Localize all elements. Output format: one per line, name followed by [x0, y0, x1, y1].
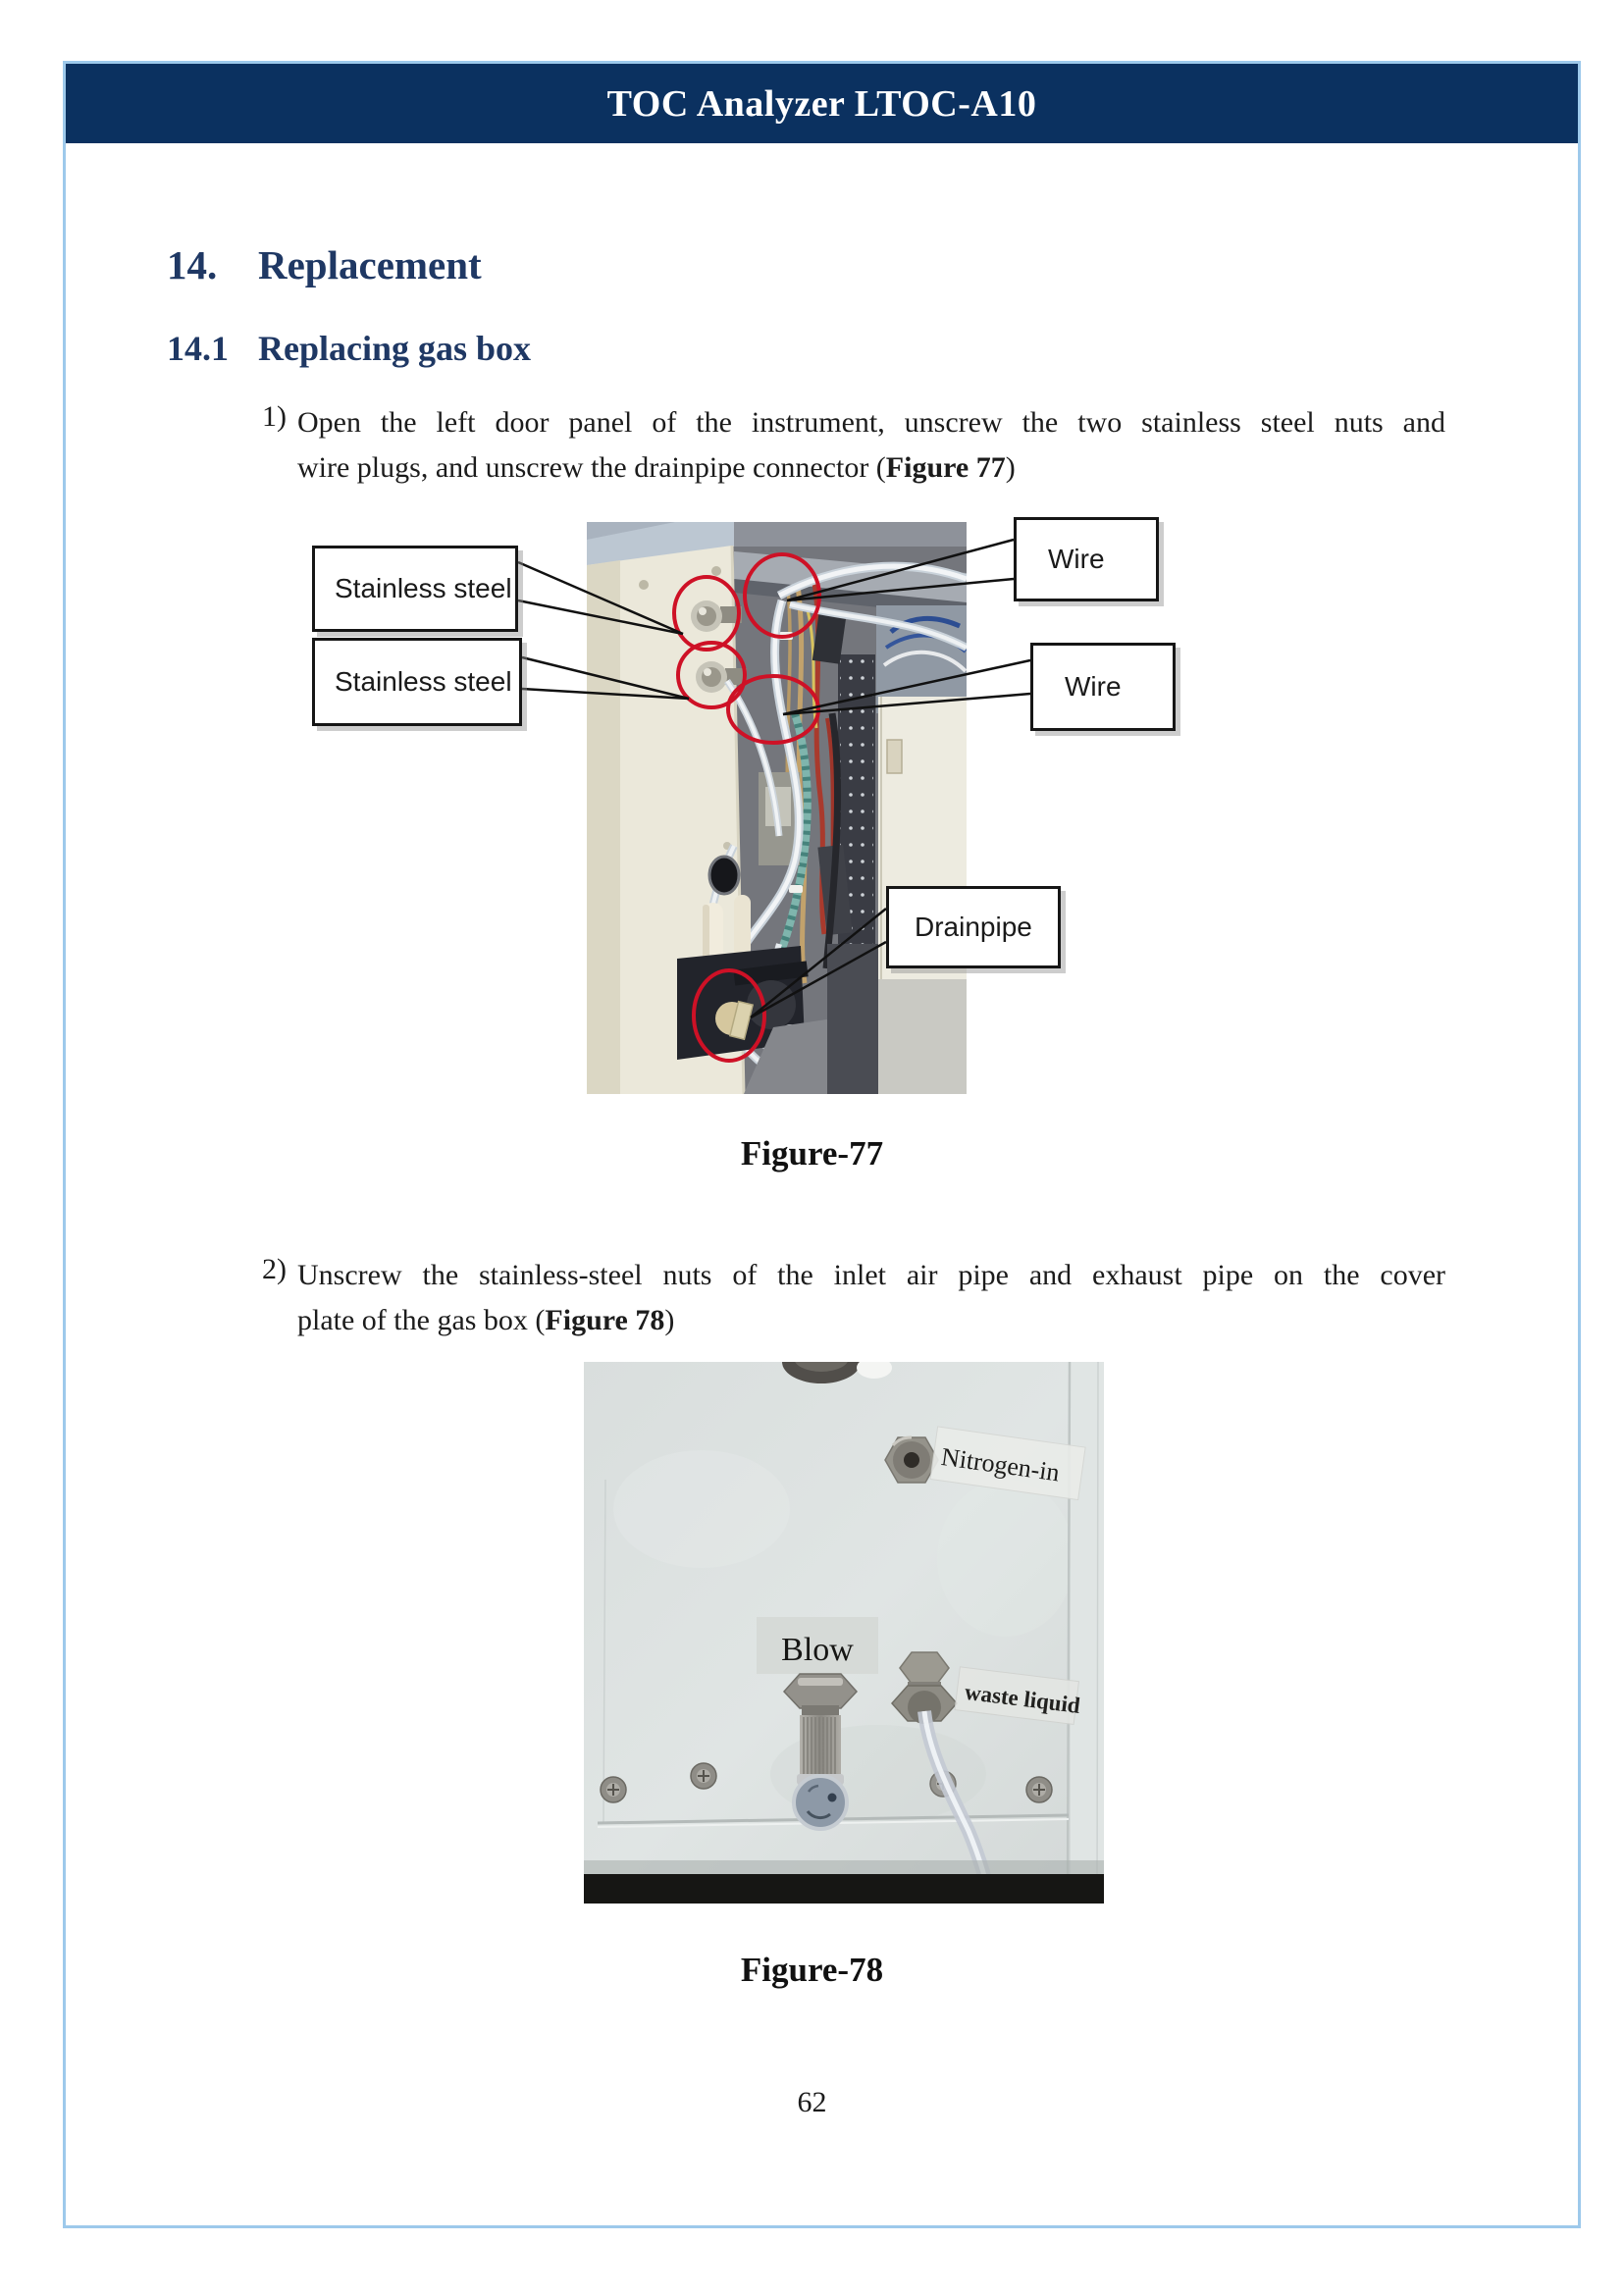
figure-78-caption: Figure-78 [740, 1951, 884, 1989]
svg-text:Blow: Blow [781, 1632, 854, 1668]
page-number: 62 [797, 2086, 827, 2118]
figure-78-reference: Figure 78 [545, 1304, 665, 1336]
figure-77-reference: Figure 77 [885, 451, 1006, 484]
figure-77-caption: Figure-77 [740, 1134, 884, 1173]
figure-78-photo: Nitrogen-in Blow waste liquid [584, 1362, 1104, 1904]
callout-wire-2: Wire [1030, 643, 1176, 731]
step-2-line-1: Unscrew the stainless-steel nuts of the … [297, 1259, 1445, 1291]
callout-stainless-steel-1: Stainless steel [312, 546, 518, 632]
callout-stainless-steel-2: Stainless steel [312, 638, 522, 726]
step-2-line-2: plate of the gas box (Figure 78) [297, 1304, 675, 1336]
subsection-title: Replacing gas box [258, 329, 532, 368]
step-1-line-2: wire plugs, and unscrew the drainpipe co… [297, 451, 1016, 484]
step-1-text: Open the left door panel of the instrume… [297, 400, 1445, 491]
step-2-text: Unscrew the stainless-steel nuts of the … [297, 1253, 1445, 1343]
nitrogen-in-label: Nitrogen-in [929, 1426, 1086, 1501]
step-1-line-1: Open the left door panel of the instrume… [297, 406, 1445, 439]
blow-label: Blow [757, 1617, 878, 1674]
callout-wire-1: Wire [1014, 517, 1159, 601]
figure-77-photo [587, 522, 967, 1094]
step-2-number: 2) [262, 1253, 287, 1285]
page-title: TOC Analyzer LTOC-A10 [606, 82, 1037, 125]
section-heading: 14. Replacement [167, 241, 482, 288]
subsection-number: 14.1 [167, 329, 229, 368]
callout-drainpipe: Drainpipe [886, 886, 1061, 968]
subsection-heading: 14.1 Replacing gas box [167, 328, 531, 369]
section-number: 14. [167, 242, 218, 287]
waste-liquid-label: waste liquid [954, 1666, 1081, 1725]
figure-78-illustration: Nitrogen-in Blow waste liquid [584, 1362, 1104, 1904]
figure-77-illustration [587, 522, 967, 1094]
header-bar: TOC Analyzer LTOC-A10 [66, 64, 1578, 143]
section-title: Replacement [258, 242, 482, 287]
step-1-number: 1) [262, 400, 287, 433]
